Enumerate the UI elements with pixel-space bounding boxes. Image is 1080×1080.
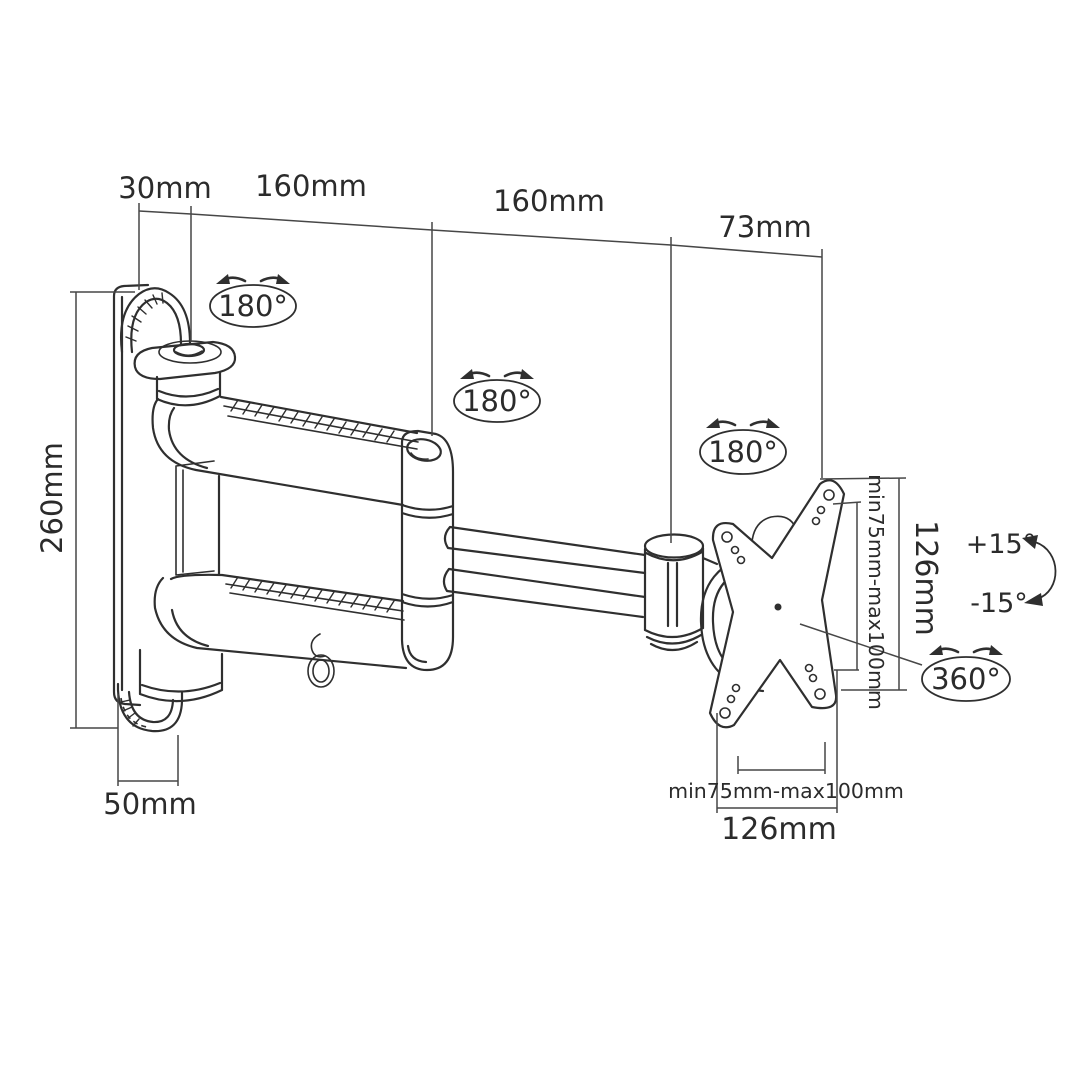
wall-pivot-angle-label: 180° bbox=[218, 289, 288, 323]
rotation-indicator-wall-pivot: 180° bbox=[209, 274, 297, 328]
spin-angle-label: 360° bbox=[931, 662, 1001, 696]
screw-hole bbox=[804, 663, 814, 673]
knob-rim bbox=[158, 340, 222, 364]
vesa-drum-body bbox=[643, 546, 719, 652]
screw-hole bbox=[811, 516, 821, 526]
rotate-ccw-arrowhead bbox=[460, 369, 474, 379]
rotation-indicator-elbow-pivot: 180° bbox=[453, 369, 541, 423]
dimension-labels: 30mm 160mm 160mm 73mm 260mm 50mm min75mm… bbox=[35, 169, 943, 847]
screw-hole bbox=[823, 489, 835, 501]
right-vesa-range-bracket bbox=[832, 501, 862, 671]
bottom-right-dimensions bbox=[716, 670, 838, 813]
knob-flange bbox=[133, 340, 237, 381]
rotate-cw-arrowhead bbox=[989, 645, 1003, 655]
upper-arm-chamfer-lines bbox=[223, 405, 419, 450]
dim-arm1-label: 160mm bbox=[255, 169, 367, 203]
bottom-left-width-dimension bbox=[117, 694, 179, 786]
upper-arm-hatching bbox=[230, 399, 395, 443]
knob-drum bbox=[155, 370, 222, 407]
top-extension-lines bbox=[138, 203, 823, 543]
lower-arm-chamfer-lines bbox=[225, 583, 405, 621]
wall-plate-recess-panel bbox=[175, 460, 215, 576]
rotate-ccw-arrowhead bbox=[706, 418, 720, 428]
dimension-lines bbox=[70, 203, 923, 813]
tilt-down-arrowhead bbox=[1024, 593, 1043, 606]
screw-hole bbox=[736, 555, 746, 565]
head-pivot-angle-label: 180° bbox=[708, 435, 778, 469]
left-height-dimension bbox=[70, 291, 135, 729]
tilt-up-label: +15° bbox=[966, 529, 1036, 560]
screw-hole bbox=[814, 688, 826, 700]
wall-plate-top-hook bbox=[120, 287, 192, 354]
vesa-swivel-joint bbox=[643, 533, 719, 652]
cable-clip bbox=[307, 633, 335, 688]
knob-hole bbox=[172, 342, 206, 358]
rotation-ellipse bbox=[209, 284, 297, 328]
lower-tube bbox=[442, 567, 647, 619]
dim-vesa-range-vertical-label: min75mm-max100mm bbox=[864, 474, 888, 710]
dim-plate-height-label: 260mm bbox=[35, 442, 69, 554]
rotate-ccw-arrowhead bbox=[216, 274, 230, 284]
wall-pivot-knob bbox=[133, 340, 237, 407]
screw-hole bbox=[730, 545, 740, 555]
rotate-cw-arrowhead bbox=[766, 418, 780, 428]
rotation-indicator-head-pivot: 180° bbox=[699, 418, 787, 475]
screw-hole bbox=[721, 531, 733, 543]
bottom-drum bbox=[138, 648, 224, 703]
extension-tubes bbox=[442, 525, 647, 619]
vesa-center-hole bbox=[774, 603, 782, 611]
elbow-top-hole bbox=[406, 438, 442, 462]
screw-hole bbox=[731, 683, 741, 693]
dim-plate-span-vertical-label: 126mm bbox=[908, 520, 943, 636]
tilt-arc bbox=[1034, 541, 1057, 600]
rotate-cw-arrowhead bbox=[276, 274, 290, 284]
wall-plate-outline bbox=[112, 283, 221, 707]
lower-arm-outline bbox=[153, 573, 408, 670]
upper-arm bbox=[151, 395, 419, 507]
dim-head-depth-label: 73mm bbox=[718, 210, 811, 244]
mount-drawing bbox=[112, 283, 846, 733]
top-hook-hatching bbox=[125, 292, 164, 342]
cable-clip-ring-outer bbox=[307, 654, 335, 688]
rotate-ccw-arrowhead bbox=[929, 645, 943, 655]
elbow-hole-shadow bbox=[410, 452, 429, 460]
elbow-joint bbox=[400, 429, 455, 672]
cable-clip-ring-inner bbox=[312, 659, 330, 683]
wall-plate-bottom-pivot bbox=[116, 648, 224, 733]
spin-leader-line bbox=[799, 623, 923, 666]
screw-hole bbox=[726, 694, 736, 704]
dim-plate-width-label: 50mm bbox=[103, 787, 196, 821]
elbow-pivot-angle-label: 180° bbox=[462, 384, 532, 418]
rotation-ellipse bbox=[453, 379, 541, 423]
vesa-screw-holes bbox=[719, 489, 835, 719]
top-hook-band bbox=[120, 287, 192, 354]
tilt-indicator: +15° -15° bbox=[966, 529, 1057, 619]
vesa-plate bbox=[708, 479, 846, 729]
cable-clip-hook bbox=[310, 633, 326, 658]
vesa-drum-top bbox=[643, 533, 705, 559]
bottom-hook-hatching bbox=[120, 699, 140, 727]
rotation-indicator-spin: 360° bbox=[921, 645, 1011, 702]
bottom-hook-band bbox=[116, 682, 184, 733]
screw-hole bbox=[719, 707, 731, 719]
upper-tube bbox=[443, 525, 647, 575]
dim-plate-span-horizontal-label: 126mm bbox=[721, 812, 837, 847]
knob-hole-shadow bbox=[175, 350, 203, 357]
screw-hole bbox=[808, 673, 818, 683]
tilt-down-label: -15° bbox=[970, 588, 1028, 619]
lower-arm bbox=[153, 573, 408, 670]
lower-arm-hatching bbox=[230, 576, 395, 613]
right-plate-span-bracket bbox=[819, 477, 907, 691]
dim-arm2-label: 160mm bbox=[493, 184, 605, 218]
dim-vesa-range-horizontal-label: min75mm-max100mm bbox=[668, 779, 904, 803]
upper-arm-outline bbox=[151, 395, 419, 507]
screw-hole bbox=[816, 505, 826, 515]
dim-wall-offset-label: 30mm bbox=[118, 171, 211, 205]
rotate-cw-arrowhead bbox=[520, 369, 534, 379]
elbow-capsule bbox=[400, 429, 455, 672]
rotation-ellipse bbox=[921, 656, 1011, 702]
rotation-ellipse bbox=[699, 429, 787, 475]
tilt-up-arrowhead bbox=[1022, 535, 1038, 549]
